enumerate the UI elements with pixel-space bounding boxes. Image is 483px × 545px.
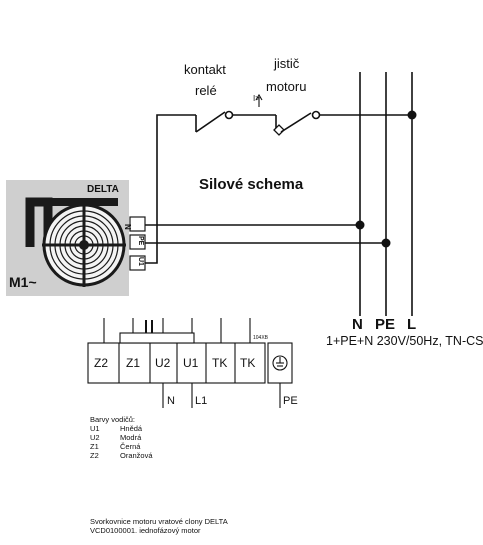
power-schema-title: Silové schema	[199, 176, 304, 193]
motor-brand: DELTA	[87, 184, 119, 195]
power-wires	[145, 114, 412, 264]
terminal-cell-u2: U2	[155, 356, 171, 370]
terminal-n-label: N	[123, 224, 132, 230]
motor-breaker	[255, 93, 321, 136]
breaker-label-2: motoru	[266, 79, 307, 94]
rail-l-label: L	[407, 316, 417, 333]
terminal-u1-label: U1	[137, 257, 144, 266]
breaker-symbol: I>	[253, 94, 260, 103]
rail-pe-label: PE	[375, 316, 396, 333]
supply-rails	[359, 72, 413, 316]
motor-assembly	[6, 180, 146, 296]
wire-code: Z1	[90, 442, 99, 451]
rail-n-label: N	[352, 316, 363, 333]
terminal-below-pe: PE	[283, 395, 298, 407]
motor-terminal-pe	[129, 234, 146, 250]
terminal-cell-tk-1: TK	[212, 356, 228, 370]
wire-color: Hnědá	[120, 424, 143, 433]
wiring-diagram	[6, 72, 417, 408]
footer-line-2: VCD0100001. iednofázový motor	[90, 526, 201, 535]
wire-color: Oranžová	[120, 451, 153, 460]
wire-color-row: Z1 Černá	[90, 442, 153, 451]
terminal-below-l1: L1	[195, 395, 208, 407]
breaker-label-1: jistič	[274, 56, 300, 71]
terminal-pe-label: PE	[137, 236, 144, 246]
wire-color-row: Z2 Oranžová	[90, 451, 153, 460]
wire-code: Z2	[90, 451, 99, 460]
wire-code: U2	[90, 433, 100, 442]
wire-colors-legend: Barvy vodičů: U1 Hnědá U2 Modrá Z1 Černá Z2…	[90, 415, 153, 460]
terminal-cell-z1: Z1	[126, 356, 141, 370]
terminal-block	[87, 318, 293, 408]
fan-wheel	[42, 203, 126, 287]
contact-label-2: relé	[195, 83, 217, 98]
wire-color: Modrá	[120, 433, 142, 442]
terminal-cell-tk-2: TK	[240, 356, 256, 370]
terminal-below-n: N	[167, 395, 175, 407]
contact-label-1: kontakt	[184, 62, 226, 77]
supply-label: 1+PE+N 230V/50Hz, TN-CS	[326, 334, 483, 348]
wire-color-row: U1 Hnědá	[90, 424, 153, 433]
wire-colors-title: Barvy vodičů:	[90, 415, 136, 424]
relay-contact	[195, 110, 234, 133]
terminal-cell-u1: U1	[183, 356, 199, 370]
terminal-block-ref: 104XB	[253, 335, 269, 341]
motor-terminal-n	[129, 216, 146, 232]
junctions	[355, 110, 417, 248]
footer-note: Svorkovnice motoru vratové clony DELTA V…	[90, 517, 228, 535]
wire-code: U1	[90, 424, 100, 433]
motor-name: M1~	[9, 274, 37, 290]
wire-color: Černá	[120, 442, 141, 451]
terminal-cell-z2: Z2	[94, 356, 109, 370]
wire-color-row: U2 Modrá	[90, 433, 153, 442]
footer-line-1: Svorkovnice motoru vratové clony DELTA	[90, 517, 228, 526]
